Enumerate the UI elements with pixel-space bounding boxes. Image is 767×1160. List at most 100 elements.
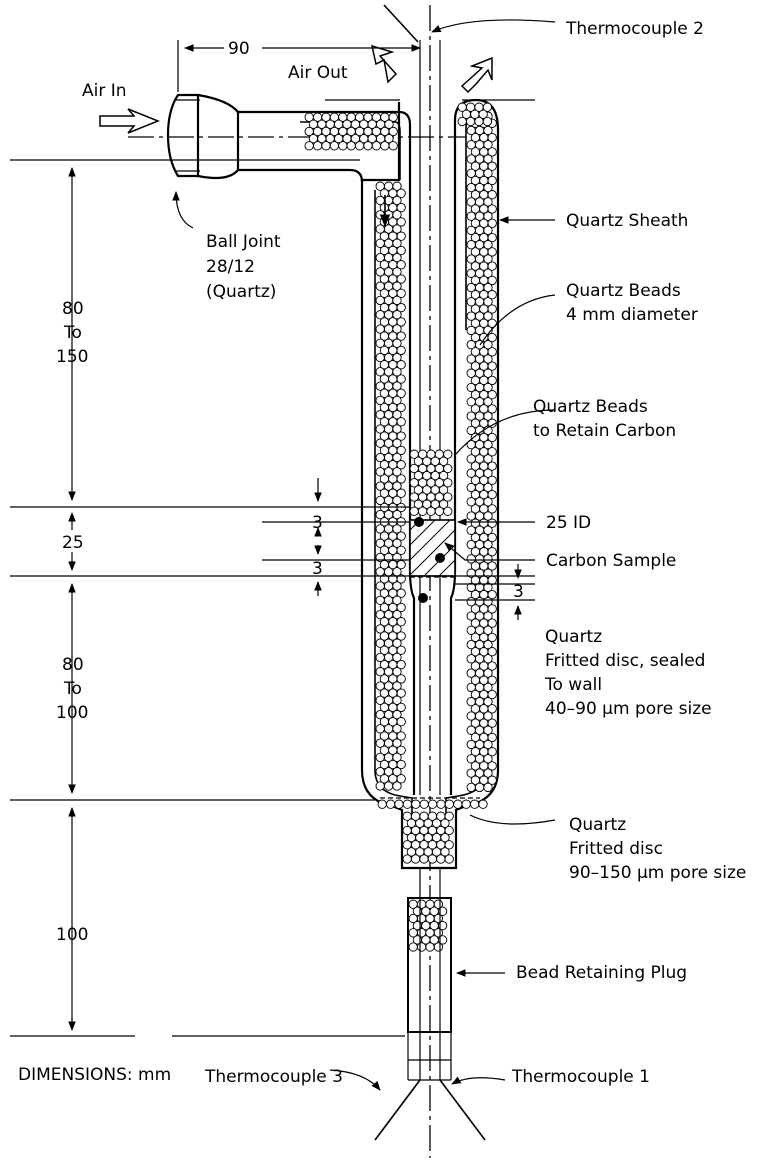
quartz-bead	[392, 724, 402, 734]
quartz-bead	[396, 717, 406, 727]
quartz-bead	[487, 718, 497, 728]
quartz-bead	[392, 381, 402, 391]
quartz-bead	[487, 632, 497, 643]
quartz-bead	[483, 225, 493, 236]
quartz-bead	[392, 695, 402, 705]
quartz-bead	[444, 811, 454, 821]
quartz-bead	[438, 456, 449, 466]
quartz-bead	[371, 141, 382, 151]
quartz-bead	[483, 211, 493, 221]
thermocouple-junction-mid	[435, 553, 445, 563]
quartz-bead	[487, 347, 497, 357]
dim-80-150-c: 150	[56, 347, 88, 367]
quartz-bead	[396, 331, 406, 341]
dimensions-note: DIMENSIONS: mm	[18, 1065, 171, 1085]
carbon-sample-label: Carbon Sample	[546, 551, 676, 571]
quartz-bead	[483, 311, 493, 321]
quartz-bead	[396, 317, 406, 327]
quartz-bead	[427, 799, 438, 809]
quartz-bead	[392, 424, 402, 434]
quartz-bead	[457, 116, 467, 127]
quartz-bead	[434, 506, 445, 516]
quartz-bead	[396, 431, 406, 441]
quartz-bead	[354, 141, 365, 151]
dim-80-150-b: To	[63, 323, 82, 343]
quartz-bead	[474, 116, 484, 127]
quartz-bead	[416, 942, 427, 952]
quartz-bead	[396, 702, 406, 713]
quartz-bead	[483, 439, 493, 450]
quartz-bead	[392, 367, 402, 377]
quartz-bead	[392, 752, 402, 763]
quartz-bead	[483, 354, 493, 364]
quartz-bead	[487, 290, 497, 300]
quartz-bead	[482, 116, 493, 127]
quartz-bead	[396, 745, 406, 755]
quartz-bead	[487, 247, 497, 257]
quartz-bead	[461, 799, 471, 809]
quartz-bead	[396, 531, 406, 541]
air-in-arrow	[99, 108, 161, 134]
quartz-bead	[483, 554, 493, 564]
quartz-bead	[483, 282, 493, 293]
quartz-bead	[487, 461, 497, 471]
quartz-bead	[483, 411, 493, 421]
quartz-bead	[443, 463, 453, 474]
quartz-beads	[304, 102, 497, 952]
frit1-label-1: Quartz	[545, 627, 602, 647]
quartz-bead	[392, 238, 402, 248]
bead-plug-label: Bead Retaining Plug	[516, 963, 687, 983]
quartz-bead	[392, 709, 402, 720]
quartz-bead	[396, 345, 406, 356]
dim-3-label-c: 3	[513, 582, 524, 602]
quartz-bead	[392, 281, 402, 291]
quartz-bead	[443, 492, 453, 502]
bead-retaining-plug	[407, 897, 452, 1033]
quartz-bead	[487, 504, 497, 514]
quartz-bead	[392, 467, 402, 477]
quartz-bead	[329, 141, 340, 151]
quartz-bead	[487, 732, 497, 743]
quartz-bead	[487, 532, 497, 543]
dimension-lines	[10, 40, 535, 1037]
dim-90-label: 90	[228, 39, 250, 59]
quartz-bead	[392, 509, 402, 520]
quartz-bead	[487, 647, 497, 657]
quartz-bead	[483, 682, 493, 693]
quartz-bead	[483, 482, 493, 493]
quartz-sheath-label: Quartz Sheath	[566, 211, 688, 231]
quartz-bead	[483, 739, 493, 750]
quartz-bead	[483, 454, 493, 464]
quartz-bead	[408, 942, 418, 952]
quartz-bead	[396, 617, 406, 627]
frit2-label-2: Fritted disc	[569, 839, 663, 859]
quartz-bead	[487, 332, 497, 343]
quartz-bead	[312, 141, 323, 151]
quartz-bead	[392, 224, 402, 234]
quartz-bead	[392, 452, 402, 463]
quartz-bead	[388, 112, 398, 122]
quartz-bead	[396, 445, 406, 456]
ball-joint-label-2: 28/12	[206, 257, 255, 277]
quartz-bead	[396, 545, 406, 555]
quartz-bead	[392, 481, 402, 491]
quartz-bead	[483, 468, 493, 478]
quartz-bead	[396, 588, 406, 598]
quartz-bead	[346, 141, 356, 151]
quartz-bead	[375, 781, 385, 791]
quartz-bead	[487, 604, 497, 614]
quartz-bead	[396, 488, 406, 498]
quartz-bead	[392, 324, 402, 334]
quartz-bead	[427, 854, 438, 864]
frit1-label-2: Fritted disc, sealed	[545, 651, 705, 671]
quartz-bead	[483, 668, 493, 678]
plug-base	[407, 1032, 452, 1081]
quartz-bead	[396, 188, 406, 198]
quartz-bead	[394, 799, 404, 809]
quartz-bead	[377, 799, 387, 809]
quartz-bead	[487, 489, 497, 500]
dim-80-100-b: To	[63, 679, 82, 699]
quartz-bead	[483, 511, 493, 521]
quartz-bead	[419, 854, 429, 864]
beads-retain-label-2: to Retain Carbon	[533, 421, 676, 441]
